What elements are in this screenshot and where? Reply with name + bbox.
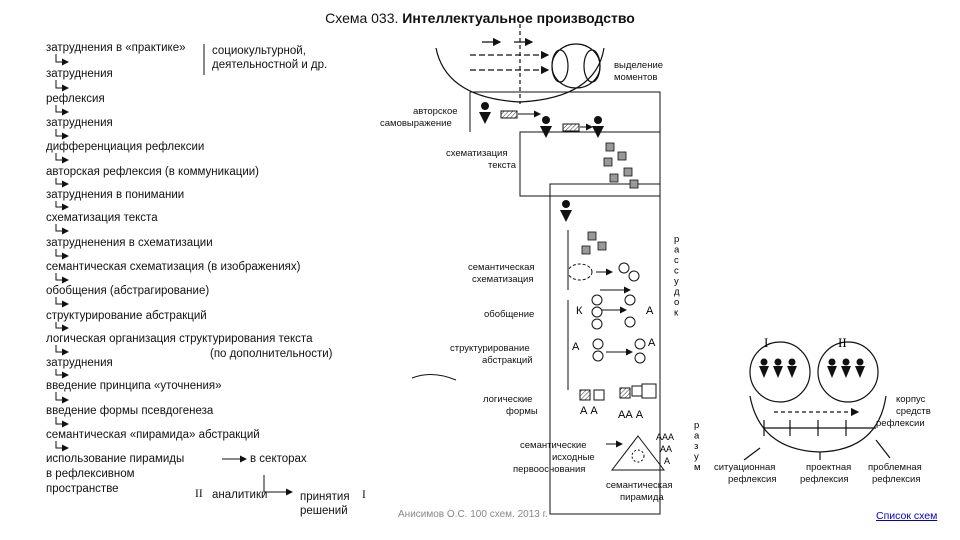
step-20: пространстве: [46, 483, 119, 495]
divergence-letter-5: д: [674, 287, 680, 298]
label-situational-1: ситуационная: [714, 462, 776, 473]
label-pyramid-1: семантическая: [606, 480, 673, 491]
label-basis-2: исходные: [552, 452, 595, 463]
step-1: затруднения в «практике»: [46, 42, 186, 54]
person-figures: [479, 102, 604, 222]
mind-letter-1: а: [694, 431, 700, 442]
label-struct-1: структурирование: [450, 343, 530, 354]
divergence-letter-3: с: [674, 266, 679, 277]
label-corpus-1: корпус: [896, 394, 926, 405]
diagram-title: Схема 033. Интеллектуальное производство: [325, 10, 635, 26]
label-struct-2: абстракций: [482, 355, 533, 366]
step-13: логическая организация структурирования …: [46, 333, 313, 345]
mind-letter-3: у: [694, 452, 699, 463]
step-2: затруднения: [46, 68, 113, 80]
step-19: в рефлексивном: [46, 468, 135, 480]
step-14: затруднения: [46, 357, 113, 369]
divergence-letter-1: а: [674, 245, 680, 256]
label-sem-1: семантическая: [468, 262, 535, 273]
analytics-label: аналитики: [212, 489, 268, 501]
label-problem-2: рефлексия: [872, 474, 921, 485]
label-corpus-3: рефлексии: [876, 418, 925, 429]
step-5: дифференциация рефлексии: [46, 141, 205, 153]
label-a-a: А А: [580, 405, 598, 417]
mind-letter-4: м: [694, 462, 701, 473]
step-18: использование пирамиды: [46, 453, 185, 465]
step-11: обобщения (абстрагирование): [46, 285, 210, 297]
roman-i: I: [764, 335, 768, 350]
label-author-1: авторское: [413, 106, 458, 117]
practice-note-1: социокультурной,: [212, 45, 306, 57]
add-note: (по дополнительности): [210, 348, 333, 360]
label-author-2: самовыражение: [380, 118, 452, 129]
step-10: семантическая схематизация (в изображени…: [46, 261, 301, 273]
label-aaa-3: А: [664, 456, 670, 466]
abstraction-circles: [567, 294, 646, 390]
mind-letter-0: р: [694, 420, 699, 431]
label-problem-1: проблемная: [868, 462, 922, 473]
label-basis-1: семантические: [520, 440, 587, 451]
sectors-label: в секторах: [250, 453, 307, 465]
divergence-letter-6: о: [674, 297, 679, 308]
step-16: введение формы псевдогенеза: [46, 405, 214, 417]
label-pyramid-2: пирамида: [620, 492, 664, 503]
label-k: К: [576, 305, 583, 317]
step-15: введение принципа «уточнения»: [46, 380, 222, 392]
divergence-letter-0: р: [674, 234, 679, 245]
semantic-schema: [567, 230, 640, 294]
step-8: схематизация текста: [46, 212, 158, 224]
schematization-blocks: [581, 142, 639, 255]
schemes-list-link[interactable]: Список схем: [876, 510, 938, 522]
credit: Анисимов О.С. 100 схем. 2013 г.: [398, 509, 548, 520]
label-schem-2: текста: [488, 160, 517, 171]
label-sem-2: схематизация: [472, 274, 534, 285]
stacked-boxes: [469, 91, 661, 515]
decisions-roman: I: [362, 489, 366, 501]
step-12: структурирование абстракций: [46, 310, 207, 322]
label-aa-a: АА А: [618, 409, 644, 421]
corpus-persons: [759, 358, 865, 378]
decisions-label-2: решений: [300, 505, 348, 517]
logical-forms: [579, 383, 657, 401]
left-flow-arrows: [55, 44, 457, 496]
label-project-1: проектная: [806, 462, 852, 473]
label-aaa-2: АА: [660, 444, 672, 454]
label-corpus-2: средств: [896, 406, 931, 417]
step-17: семантическая «пирамида» абстракций: [46, 429, 260, 441]
decisions-label-1: принятия: [300, 491, 350, 503]
step-3: рефлексия: [46, 93, 105, 105]
corpus-bowl: [743, 341, 891, 461]
roman-ii: II: [838, 335, 847, 350]
divergence-letter-7: к: [674, 308, 679, 319]
divergence-letter-4: у: [674, 276, 679, 287]
label-schem-1: схематизация: [446, 148, 508, 159]
divergence-letter-2: с: [674, 255, 679, 266]
mind-letter-2: з: [694, 441, 698, 452]
label-moments-2: моментов: [614, 72, 658, 83]
analytics-roman: II: [195, 488, 203, 500]
label-project-2: рефлексия: [800, 474, 849, 485]
label-a-1: А: [646, 305, 654, 317]
label-a-2: А: [572, 341, 580, 353]
step-4: затруднения: [46, 117, 113, 129]
label-basis-3: первооснования: [513, 464, 586, 475]
label-aaa-1: ААА: [656, 432, 674, 442]
step-9: затрудненения в схематизации: [46, 237, 213, 249]
label-moments-1: выделение: [614, 60, 664, 71]
practice-note-2: деятельностной и др.: [212, 59, 328, 71]
label-logic-1: логические: [483, 394, 533, 405]
label-logic-2: формы: [506, 406, 538, 417]
step-7: затруднения в понимании: [46, 189, 185, 201]
label-situational-2: рефлексия: [728, 474, 777, 485]
pyramid-graphic: [606, 435, 666, 471]
label-a-3: А: [648, 337, 656, 349]
step-6: авторская рефлексия (в коммуникации): [46, 166, 259, 178]
top-bowl-diagram: [435, 24, 605, 104]
label-generalization: обобщение: [484, 309, 535, 320]
